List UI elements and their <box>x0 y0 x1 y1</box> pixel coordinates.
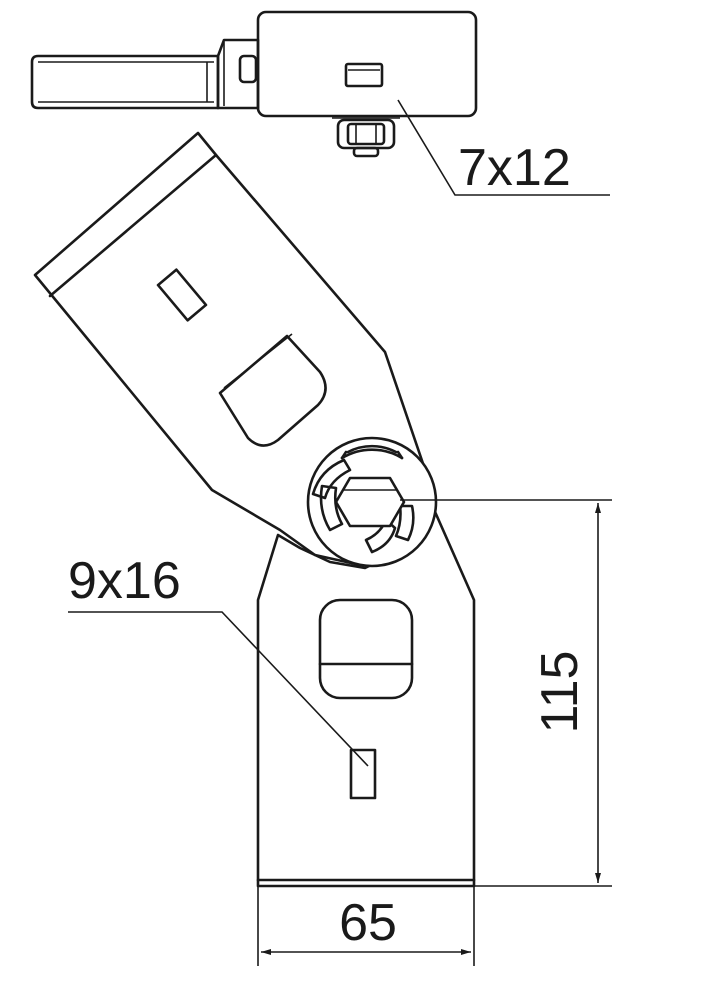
callout-top-slot: 7x12 <box>458 139 571 197</box>
top-slot <box>344 62 384 88</box>
dimension-height: 115 <box>400 499 612 887</box>
lower-slot <box>349 748 377 800</box>
arm-slot <box>156 268 208 322</box>
callout-lower-slot: 9x16 <box>68 552 181 610</box>
pivot-disk <box>306 436 438 568</box>
hex-bolt-icon <box>334 476 406 528</box>
pivot-slot-icon <box>346 444 398 454</box>
front-view: 9x16 <box>33 131 476 888</box>
lever-handle <box>30 54 220 110</box>
leader-top-slot <box>397 99 610 196</box>
dimension-width-label: 65 <box>339 894 397 952</box>
plate-window <box>318 598 414 700</box>
arm-tab <box>218 334 327 447</box>
arm-fold-line <box>48 153 218 298</box>
nut-icon <box>332 117 400 158</box>
top-view: 7x12 <box>30 10 610 197</box>
leader-lower-slot <box>68 611 369 767</box>
clamp-body <box>256 10 478 118</box>
dimension-width: 65 <box>257 886 475 966</box>
dimension-height-label: 115 <box>531 651 589 734</box>
